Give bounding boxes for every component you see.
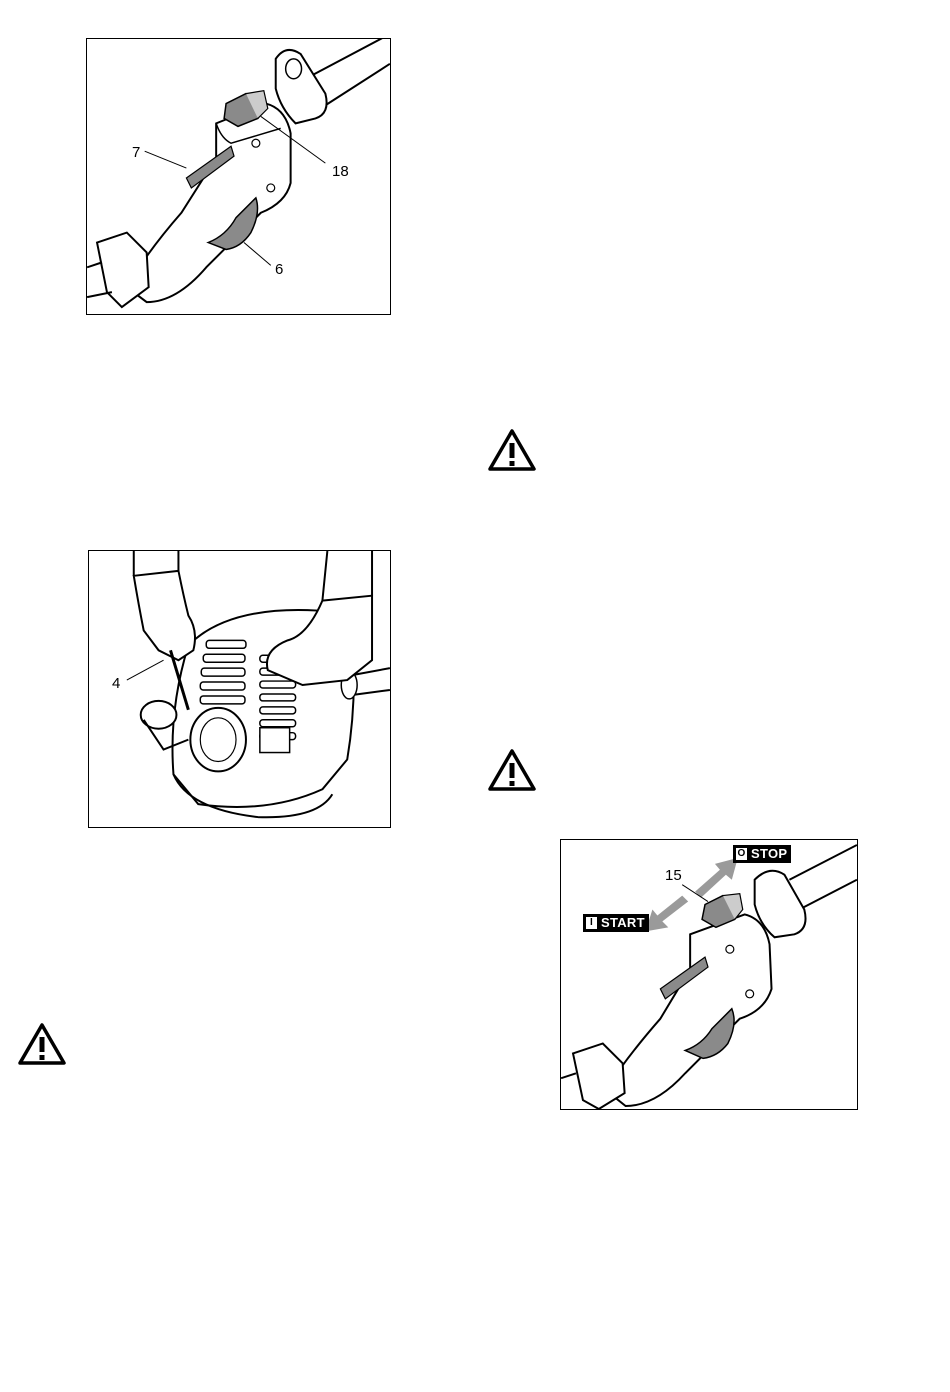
- start-symbol-icon: I: [586, 917, 597, 929]
- warning-triangle-icon: [487, 428, 537, 472]
- engine-adjust-illustration: [89, 551, 390, 827]
- warning-triangle-icon: [487, 748, 537, 792]
- warning-triangle-icon: [17, 1022, 67, 1066]
- figure-engine-adjust: 4: [88, 550, 391, 828]
- callout-15: 15: [665, 868, 682, 883]
- callout-6: 6: [275, 262, 283, 277]
- stop-label: O STOP: [733, 845, 791, 863]
- figure-handle-throttle: 7 18 6: [86, 38, 391, 315]
- start-text: START: [601, 916, 645, 930]
- callout-7: 7: [132, 145, 140, 160]
- callout-4: 4: [112, 676, 120, 691]
- start-stop-illustration: [561, 840, 857, 1109]
- callout-18: 18: [332, 164, 349, 179]
- start-label: I START: [583, 914, 649, 932]
- stop-text: STOP: [751, 847, 787, 861]
- stop-symbol-icon: O: [736, 848, 747, 860]
- figure-start-stop-switch: 15 O STOP I START: [560, 839, 858, 1110]
